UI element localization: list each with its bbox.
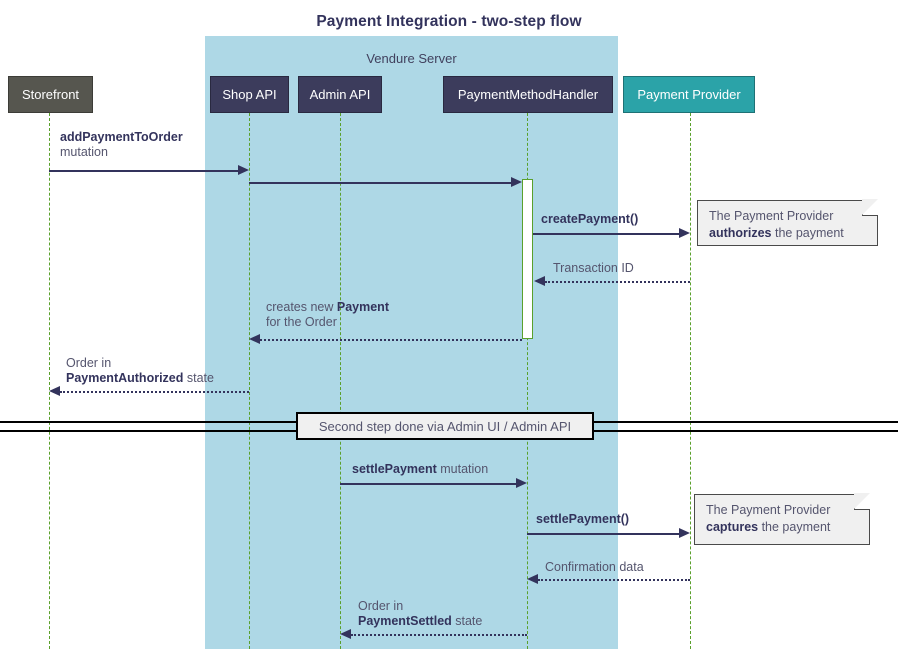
message-arrow-shop-api-to-handler — [249, 182, 511, 184]
message-label-line2-bold: PaymentAuthorized — [66, 371, 184, 385]
message-label-line1-plain: creates new — [266, 300, 337, 314]
message-arrowhead-add-payment-to-order — [238, 165, 249, 175]
message-arrowhead-settle-payment-mutation — [516, 478, 527, 488]
participant-storefront[interactable]: Storefront — [8, 76, 93, 113]
message-label-line1-plain: Order in — [66, 356, 112, 370]
message-arrow-add-payment-to-order — [49, 170, 238, 172]
message-arrowhead-shop-api-to-handler — [511, 177, 522, 187]
message-label-settle-payment-mutation: settlePayment mutation — [352, 462, 488, 477]
message-label-bold: createPayment() — [541, 212, 639, 226]
participant-label-shop-api: Shop API — [222, 87, 277, 102]
lifeline-payment-method-handler — [527, 113, 528, 649]
message-label-line2-plain: state — [183, 371, 214, 385]
message-arrowhead-order-payment-settled — [340, 629, 351, 639]
message-label-line1-bold: Payment — [336, 300, 389, 314]
note-line2-plain: the payment — [771, 226, 844, 240]
divider-label: Second step done via Admin UI / Admin AP… — [318, 418, 572, 434]
message-label-order-payment-authorized: Order in PaymentAuthorized state — [66, 356, 214, 386]
lifeline-shop-api — [249, 113, 250, 649]
participant-label-payment-provider: Payment Provider — [637, 87, 741, 102]
lifeline-storefront — [49, 113, 50, 649]
participant-payment-method-handler[interactable]: PaymentMethodHandler — [443, 76, 613, 113]
message-arrow-create-payment — [533, 233, 679, 235]
participant-admin-api[interactable]: Admin API — [298, 76, 382, 113]
message-label-plain: Confirmation data — [545, 560, 644, 574]
message-label-creates-new-payment: creates new Payment for the Order — [266, 300, 389, 330]
message-arrow-order-payment-authorized — [60, 391, 249, 393]
message-label-bold: addPaymentToOrder — [60, 130, 183, 144]
participant-payment-provider[interactable]: Payment Provider — [623, 76, 755, 113]
message-arrowhead-confirmation-data — [527, 574, 538, 584]
message-label-bold: settlePayment() — [536, 512, 630, 526]
message-arrowhead-settle-payment-call — [679, 528, 690, 538]
message-label-plain: mutation — [436, 462, 489, 476]
message-label-line2-plain: state — [451, 614, 483, 628]
message-label-create-payment: createPayment() — [541, 212, 638, 227]
note-line2-bold: authorizes — [709, 226, 772, 240]
message-arrow-confirmation-data — [538, 579, 690, 581]
participant-label-storefront: Storefront — [21, 87, 80, 102]
message-label-transaction-id: Transaction ID — [553, 261, 634, 276]
note-fold-corner-icon — [854, 493, 870, 510]
message-label-plain: mutation — [60, 145, 108, 159]
message-arrow-creates-new-payment — [260, 339, 522, 341]
note-captures: The Payment Provider captures the paymen… — [694, 493, 870, 545]
note-line2-bold: captures — [706, 520, 759, 534]
note-line1: The Payment Provider — [709, 209, 834, 223]
message-label-line2-plain: for the Order — [266, 315, 337, 329]
message-label-add-payment-to-order: addPaymentToOrder mutation — [60, 130, 183, 160]
message-label-order-payment-settled: Order in PaymentSettled state — [358, 599, 482, 629]
note-line1: The Payment Provider — [706, 503, 831, 517]
participant-label-payment-method-handler: PaymentMethodHandler — [457, 87, 599, 102]
message-label-bold: settlePayment — [352, 462, 437, 476]
message-arrowhead-create-payment — [679, 228, 690, 238]
divider-label-box: Second step done via Admin UI / Admin AP… — [296, 412, 594, 440]
message-arrowhead-transaction-id — [534, 276, 545, 286]
message-arrow-order-payment-settled — [351, 634, 527, 636]
message-label-plain: Transaction ID — [553, 261, 634, 275]
participant-shop-api[interactable]: Shop API — [210, 76, 289, 113]
note-authorizes: The Payment Provider authorizes the paym… — [697, 199, 878, 246]
message-arrow-transaction-id — [545, 281, 690, 283]
message-arrow-settle-payment-call — [527, 533, 679, 535]
message-label-line2-bold: PaymentSettled — [358, 614, 452, 628]
activation-bar-payment-method-handler — [522, 179, 533, 339]
page-title: Payment Integration - two-step flow — [316, 13, 582, 30]
note-line2-plain: the payment — [758, 520, 831, 534]
note-fold-corner-icon — [862, 199, 878, 216]
message-label-line1-plain: Order in — [358, 599, 404, 613]
message-label-confirmation-data: Confirmation data — [545, 560, 644, 575]
group-panel-vendure-server — [205, 36, 618, 649]
group-panel-label: Vendure Server — [366, 51, 457, 66]
message-label-settle-payment-call: settlePayment() — [536, 512, 629, 527]
message-arrow-settle-payment-mutation — [340, 483, 516, 485]
lifeline-payment-provider — [690, 113, 691, 649]
message-arrowhead-order-payment-authorized — [49, 386, 60, 396]
message-arrowhead-creates-new-payment — [249, 334, 260, 344]
participant-label-admin-api: Admin API — [309, 87, 371, 102]
lifeline-admin-api — [340, 113, 341, 649]
